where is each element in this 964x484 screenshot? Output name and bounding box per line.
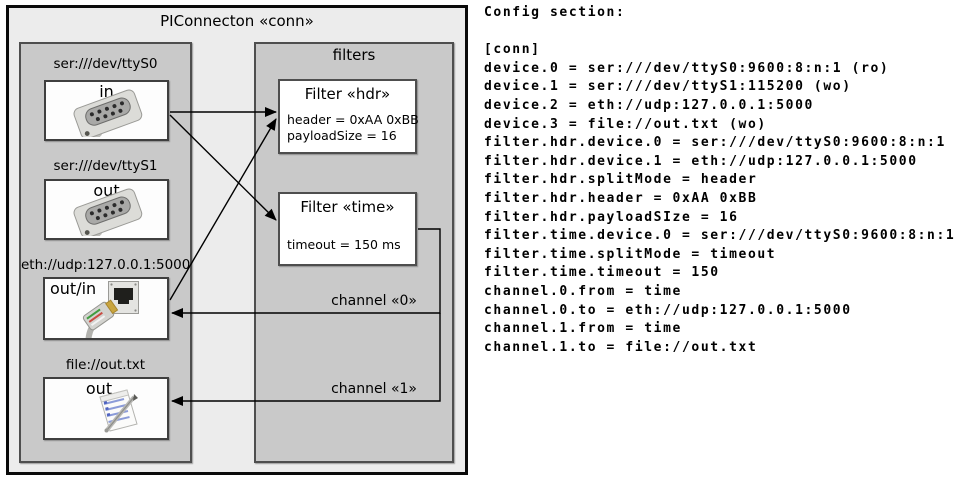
arrow-channel1-time-to-file (171, 313, 441, 406)
device-box-ttys1: out (44, 179, 169, 240)
direction-label: out/in (50, 279, 97, 298)
notepad-icon (99, 389, 138, 433)
filter-hdr-param-header: header = 0xAA 0xBB (287, 112, 419, 127)
arrow-eth-to-hdr (169, 118, 277, 301)
ethernet-cable-icon (82, 299, 119, 338)
channel-1-label: channel «1» (331, 381, 417, 397)
filter-hdr-box: Filter «hdr» header = 0xAA 0xBB payloadS… (278, 79, 419, 154)
device-label-ttys0: ser:///dev/ttyS0 (53, 56, 158, 72)
device-box-ttys0: in (44, 80, 169, 141)
filters-panel: filters Filter «hdr» header = 0xAA 0xBB … (254, 42, 454, 463)
filter-hdr-title: Filter «hdr» (304, 85, 391, 103)
connection-arrows (169, 107, 441, 406)
serial-connector-icon (73, 89, 143, 137)
device-label-eth: eth://udp:127.0.0.1:5000 (21, 257, 191, 273)
serial-connector-icon (73, 188, 143, 236)
devices-panel: ser:///dev/ttyS0 in (19, 42, 192, 463)
connection-diagram: PIConnecton «conn» ser:///dev/ttyS0 in (0, 0, 480, 484)
config-lines: [conn] device.0 = ser:///dev/ttyS0:9600:… (484, 42, 956, 355)
frame-title: PIConnecton «conn» (160, 12, 314, 30)
config-heading: Config section: (484, 5, 626, 20)
arrow-channel0-time-to-eth (171, 228, 441, 318)
ethernet-port-icon (108, 281, 139, 314)
filter-time-box: Filter «time» timeout = 150 ms (278, 192, 417, 266)
filter-time-title: Filter «time» (300, 198, 395, 216)
device-box-file: out (43, 377, 169, 440)
filter-time-param-timeout: timeout = 150 ms (287, 237, 401, 252)
filter-hdr-param-payloadsize: payloadSize = 16 (287, 128, 397, 143)
direction-label: out (85, 379, 113, 398)
outer-frame: PIConnecton «conn» ser:///dev/ttyS0 in (6, 5, 468, 475)
device-box-eth: out/in (43, 277, 169, 340)
device-label-file: file://out.txt (65, 357, 146, 373)
config-section: Config section: [conn] device.0 = ser://… (484, 4, 962, 357)
filters-panel-label: filters (332, 46, 376, 64)
arrow-ttys0-to-time (169, 114, 277, 221)
channel-0-label: channel «0» (331, 293, 417, 309)
device-label-ttys1: ser:///dev/ttyS1 (53, 158, 158, 174)
